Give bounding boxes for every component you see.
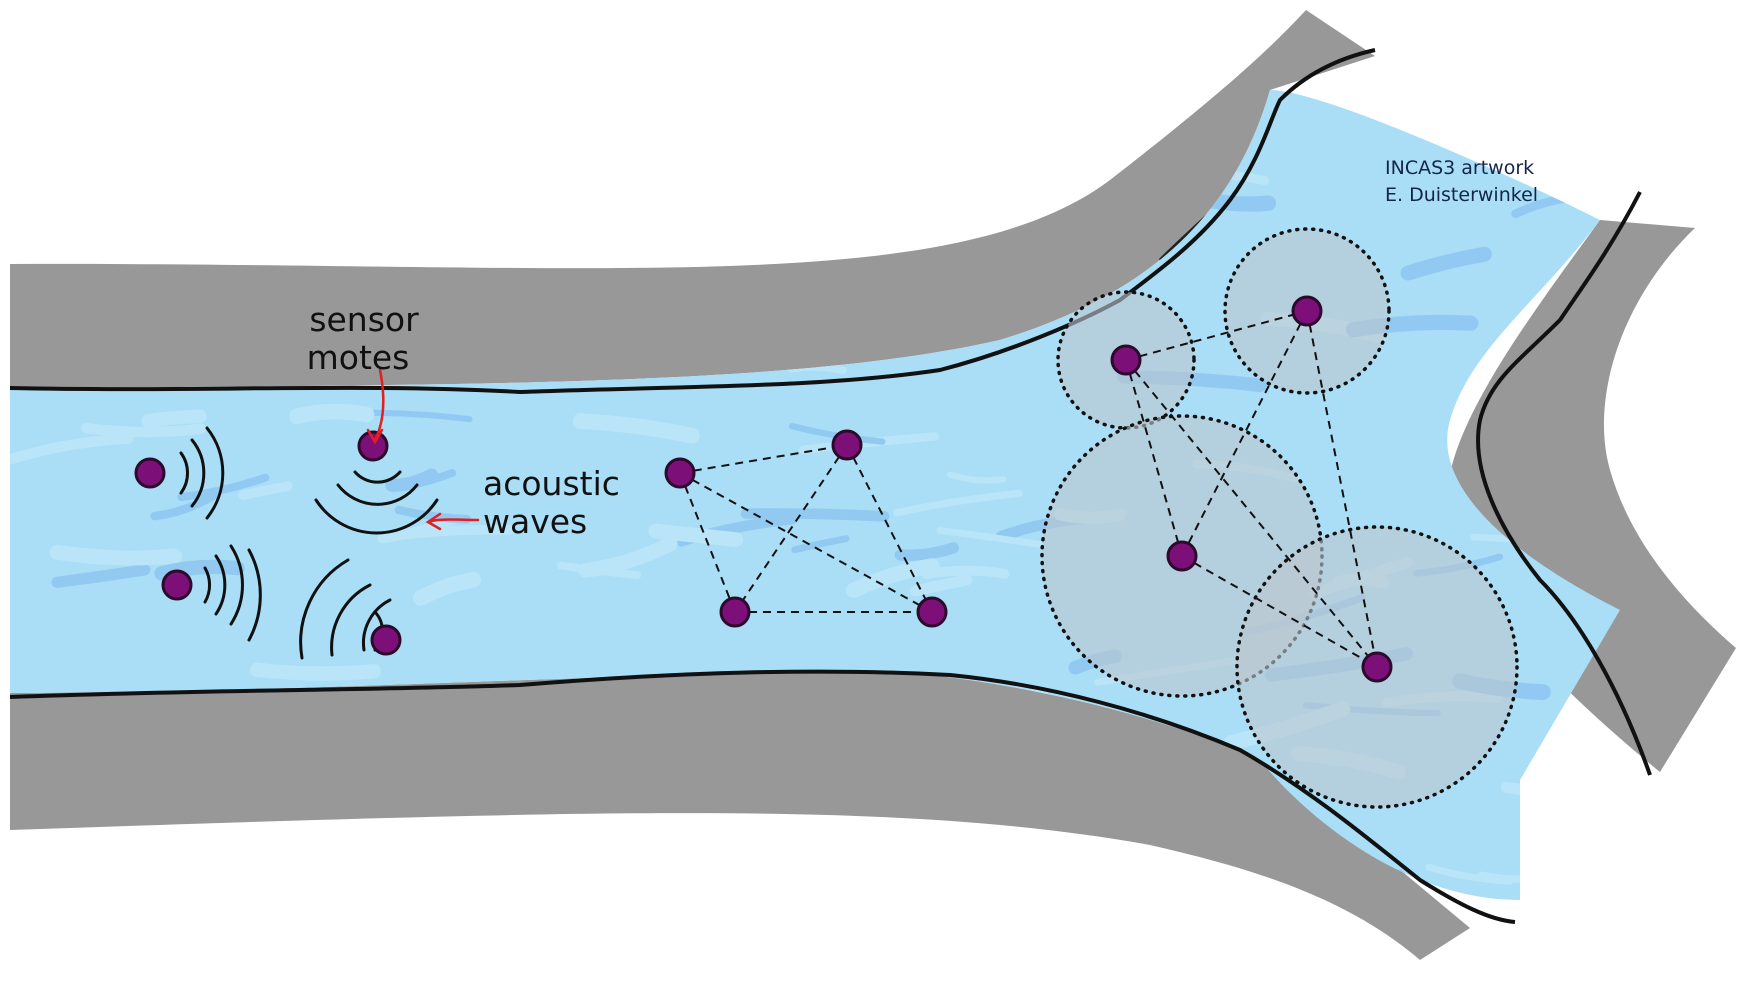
water-streak (488, 840, 590, 868)
water-streak (680, 100, 784, 110)
water-streak (889, 89, 1015, 103)
water-streak (403, 166, 475, 190)
sensor-mote-r1 (1112, 346, 1140, 374)
water-streak (257, 670, 374, 674)
sensor-mote-r2 (1293, 297, 1321, 325)
water-streak (554, 209, 650, 227)
water-streak (796, 163, 836, 166)
sensor-mote-r3 (1168, 542, 1196, 570)
water-streak (1506, 787, 1643, 800)
water-streak (1030, 883, 1143, 901)
waves-label-line2: waves (483, 502, 587, 541)
water-streak (15, 227, 119, 257)
water-streak (567, 105, 635, 114)
sensor-mote-n2 (833, 431, 861, 459)
water-streak (347, 197, 467, 203)
water-streak (278, 92, 408, 118)
water-streak (395, 868, 461, 871)
water-streak (1482, 875, 1532, 879)
sensor-label-line1: sensor (309, 300, 419, 339)
sensor-mote-n4 (918, 598, 946, 626)
water-streak (755, 187, 856, 217)
water-streak (1270, 898, 1322, 903)
sensor-mote-r4 (1363, 653, 1391, 681)
water-streak (693, 870, 796, 882)
water-streak (18, 169, 126, 190)
water-streak (1530, 78, 1604, 91)
water-streak (927, 571, 1005, 574)
water-streak (174, 845, 309, 859)
water-streak (1472, 102, 1546, 106)
sensor-mote-n3 (721, 598, 749, 626)
water-streak (39, 240, 110, 254)
water-streak (45, 845, 136, 876)
sensor-mote-m1 (136, 459, 164, 487)
water-streak (952, 129, 1020, 146)
water-streak (1591, 103, 1680, 118)
water-streak (524, 219, 665, 222)
sensor-label-line2: motes (307, 338, 410, 377)
sensor-mote-m3 (163, 571, 191, 599)
water-streak (947, 198, 1063, 219)
water-streak (137, 850, 203, 859)
water-streak (855, 855, 904, 863)
water-streak (57, 552, 175, 558)
water-streak (537, 160, 610, 182)
water-streak (86, 428, 201, 432)
water-streak (685, 189, 824, 191)
water-streak (148, 416, 200, 421)
water-streak (656, 531, 736, 540)
water-streak (280, 104, 326, 120)
water-streak (297, 411, 367, 416)
sensor-mote-m4 (372, 626, 400, 654)
water-streak (585, 112, 716, 153)
credit-line1: INCAS3 artwork (1385, 157, 1534, 179)
water-streak (746, 513, 884, 516)
water-streak (160, 200, 201, 204)
water-streak (169, 154, 242, 162)
water-streak (1577, 841, 1630, 844)
waves-label-line1: acoustic (483, 464, 620, 503)
water-streak (1555, 92, 1641, 97)
water-streak (744, 866, 880, 883)
water-streak (634, 116, 688, 120)
water-streak (718, 235, 810, 240)
water-streak (225, 188, 357, 201)
water-streak (697, 831, 754, 845)
sensor-mote-n1 (666, 459, 694, 487)
credit-line2: E. Duisterwinkel (1385, 184, 1538, 206)
